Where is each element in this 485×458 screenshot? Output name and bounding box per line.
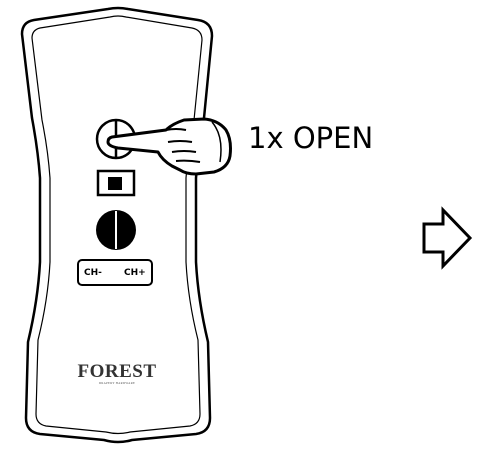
remote-body-bevel <box>31 15 203 435</box>
brand-logo: FOREST <box>77 361 157 382</box>
stop-button[interactable] <box>96 169 136 197</box>
channel-button[interactable] <box>77 259 153 286</box>
close-button[interactable] <box>96 210 136 250</box>
right-arrow-outline-icon <box>422 206 473 270</box>
instruction-label: 1x OPEN <box>248 121 374 155</box>
channel-down-label: CH- <box>84 268 102 278</box>
pointing-hand-icon <box>106 117 232 176</box>
channel-up-label: CH+ <box>124 268 146 278</box>
brand-tagline: DRAPERY HARDWARE <box>98 381 136 385</box>
